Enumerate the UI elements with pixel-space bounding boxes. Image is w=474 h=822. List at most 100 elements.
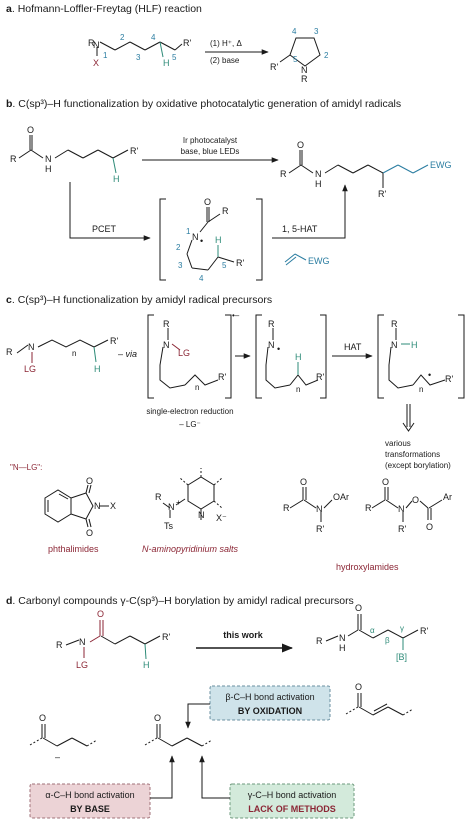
c-sub-n-index: n (72, 349, 76, 358)
hlf-rp-label: R' (183, 38, 191, 48)
b-rad-n: N (192, 232, 199, 242)
c-substrate (16, 339, 109, 363)
hlf-n-label: N (93, 40, 100, 50)
c-amidyl-radical (265, 328, 319, 389)
alpha-activation-box (29, 783, 151, 819)
d-sub-o: O (97, 609, 104, 619)
c-bracket-2 (255, 314, 327, 399)
d-prod-gamma: γ (400, 624, 404, 633)
hlf-r-label: R (88, 38, 95, 48)
section-c-title: c. C(sp³)–H functionalization by amidyl … (6, 294, 272, 306)
b-prod-rp: R' (378, 189, 386, 199)
pyrrolidine-product (279, 37, 321, 67)
section-a: a. Hofmann-Loffler-Freytag (HLF) reactio… (6, 3, 329, 84)
c-anion-charge: •– (232, 311, 240, 320)
hyd2-r: R (365, 503, 372, 513)
amide-substrate-b (18, 135, 129, 174)
gamma-line-1: γ-C–H bond activation (248, 790, 337, 800)
gamma-arrow (199, 755, 230, 799)
hydroxylamide-2 (371, 487, 443, 522)
alpha-arrow (150, 755, 175, 799)
b-sub-rp: R' (130, 146, 138, 156)
b-prod-r: R (280, 169, 287, 179)
enolate-o: O (39, 713, 46, 723)
b-rad-num-4: 4 (199, 274, 204, 283)
phthal-o-top: O (86, 476, 93, 486)
c-rad-r: R (268, 319, 275, 329)
d-prod-boron: [B] (396, 652, 407, 662)
gamma-line-2: LACK OF METHODS (248, 804, 336, 814)
b-rad-o: O (204, 197, 211, 207)
beta-line-2: BY OXIDATION (238, 706, 302, 716)
hyd1-rp: R' (316, 524, 324, 534)
section-d: d. Carbonyl compounds γ-C(sp³)–H borylat… (6, 595, 428, 819)
c-various-1: various (385, 439, 411, 448)
hyd1-n: N (316, 504, 323, 514)
c-crad-h: H (411, 340, 418, 350)
pcet-arrow (69, 182, 151, 241)
d-sub-r: R (56, 640, 63, 650)
c-various-2: transformations (385, 450, 440, 459)
c-nlg-label: "N—LG": (10, 463, 42, 472)
c-dash: – via (118, 349, 137, 359)
b-rad-num-1: 1 (186, 227, 191, 236)
phthalimide-structure (44, 484, 109, 528)
d-prod-alpha: α (370, 626, 375, 635)
pyr-salt-r: R (155, 492, 162, 502)
c-crad-dot: • (428, 370, 431, 380)
alkene-ewg (284, 253, 307, 266)
enolate-minus: – (55, 752, 60, 762)
d-prod-r: R (316, 636, 323, 646)
beta-activation-box (209, 685, 331, 721)
c-crad-rp: R' (445, 374, 453, 384)
b-sub-o: O (27, 125, 34, 135)
c-sub-rp: R' (110, 336, 118, 346)
c-rad-n: N (268, 340, 275, 350)
d-product (325, 614, 419, 650)
phthal-o-bottom: O (86, 528, 93, 538)
hlf-substrate (96, 41, 183, 58)
hlf-step-2: (2) base (210, 56, 240, 65)
c-anion-rp: R' (218, 372, 226, 382)
d-prod-beta: β (385, 636, 390, 645)
d-prod-n: N (339, 633, 346, 643)
pyr-num-2: 2 (324, 51, 329, 60)
c-anion-n-index: n (195, 383, 199, 392)
section-a-title: a. Hofmann-Loffler-Freytag (HLF) reactio… (6, 3, 202, 15)
b-rad-r: R (222, 206, 229, 216)
radical-bracket-b (159, 198, 263, 281)
d-prod-o: O (355, 603, 362, 613)
section-c: c. C(sp³)–H functionalization by amidyl … (6, 294, 465, 572)
hyd2-n: N (398, 504, 405, 514)
pyr-salt-x: X⁻ (216, 513, 227, 523)
b-prod-ewg: EWG (430, 160, 452, 170)
hlf-num-1: 1 (103, 51, 108, 60)
b-sub-h: H (113, 174, 120, 184)
hlf-num-2: 2 (120, 33, 125, 42)
phthal-x: X (110, 501, 116, 511)
b-sub-nh: H (45, 164, 52, 174)
c-sub-lg: LG (24, 364, 36, 374)
d-sub-rp: R' (162, 632, 170, 642)
hlf-h-label: H (163, 58, 170, 68)
d-substrate (65, 620, 161, 660)
c-crad-r: R (391, 319, 398, 329)
beta-line-1: β-C–H bond activation (225, 692, 314, 702)
c-sub-r: R (6, 347, 13, 357)
b-rad-num-3: 3 (178, 261, 183, 270)
b-cond-2: base, blue LEDs (181, 147, 240, 156)
b-rad-h: H (215, 235, 222, 245)
c-ser-label: single-electron reduction (146, 407, 233, 416)
c-rad-h: H (295, 352, 302, 362)
carbonyl-fragment (144, 724, 213, 747)
d-sub-lg: LG (76, 660, 88, 670)
pyr-num-3: 3 (314, 27, 319, 36)
b-sub-n: N (45, 154, 52, 164)
c-various-3: (except borylation) (385, 461, 451, 470)
hyd2-o2: O (412, 495, 419, 505)
hlf-num-5: 5 (172, 53, 177, 62)
c-sub-n: N (28, 342, 35, 352)
b-sub-r: R (10, 154, 17, 164)
c-anion-lg: LG (178, 348, 190, 358)
c-rad-dot: • (277, 344, 280, 354)
